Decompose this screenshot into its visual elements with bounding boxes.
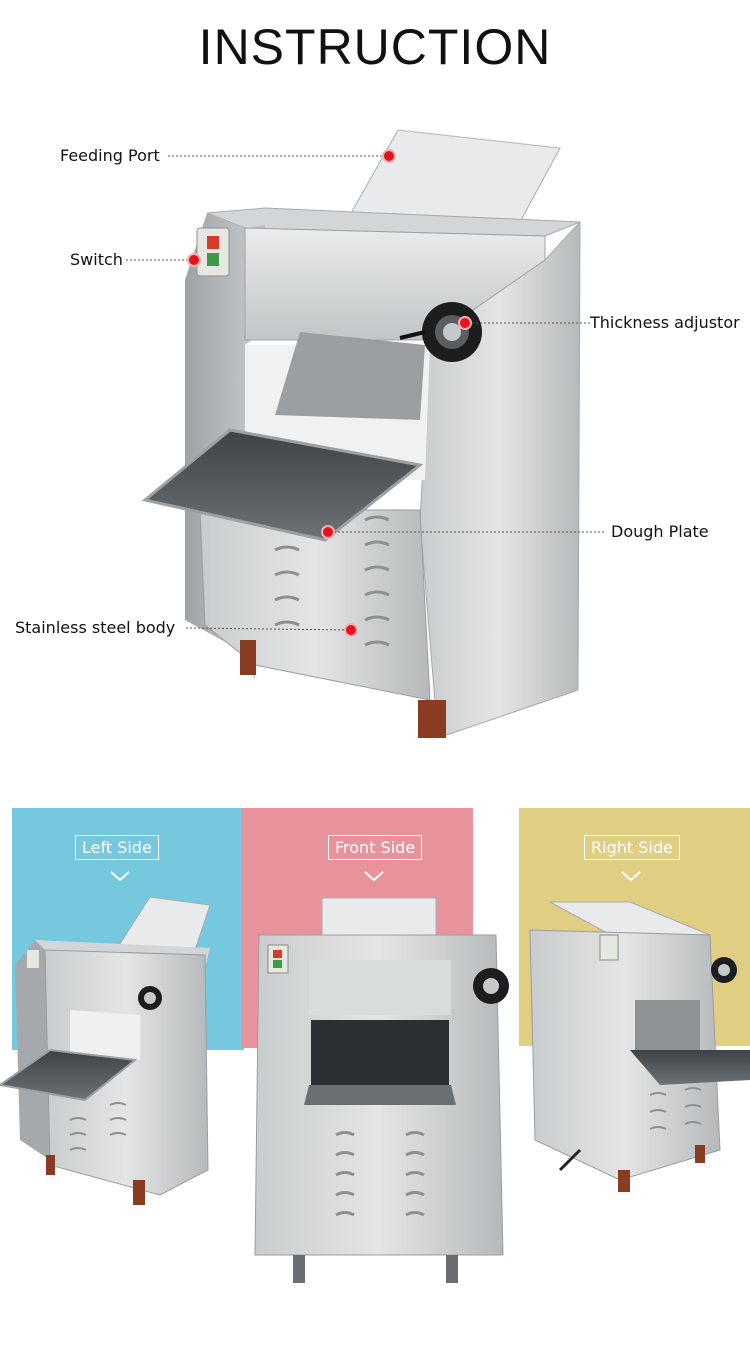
chevron-down-icon	[621, 871, 641, 882]
chevron-down-icon	[364, 871, 384, 882]
callout-thickness-adjustor: Thickness adjustor	[590, 313, 740, 332]
callout-switch: Switch	[70, 250, 123, 269]
front-side-machine-image	[254, 897, 509, 1283]
right-side-tag: Right Side	[584, 835, 680, 860]
callout-dough-plate: Dough Plate	[611, 522, 709, 541]
front-side-tag: Front Side	[328, 835, 423, 860]
left-side-machine-image	[0, 896, 211, 1205]
hero-machine-image	[126, 129, 606, 739]
callout-stainless-steel-body: Stainless steel body	[15, 618, 176, 637]
left-side-tag: Left Side	[75, 835, 159, 860]
page-title: INSTRUCTION	[198, 19, 552, 75]
right-side-machine-image	[529, 901, 750, 1192]
chevron-down-icon	[110, 871, 130, 882]
callout-feeding-port: Feeding Port	[60, 146, 160, 165]
